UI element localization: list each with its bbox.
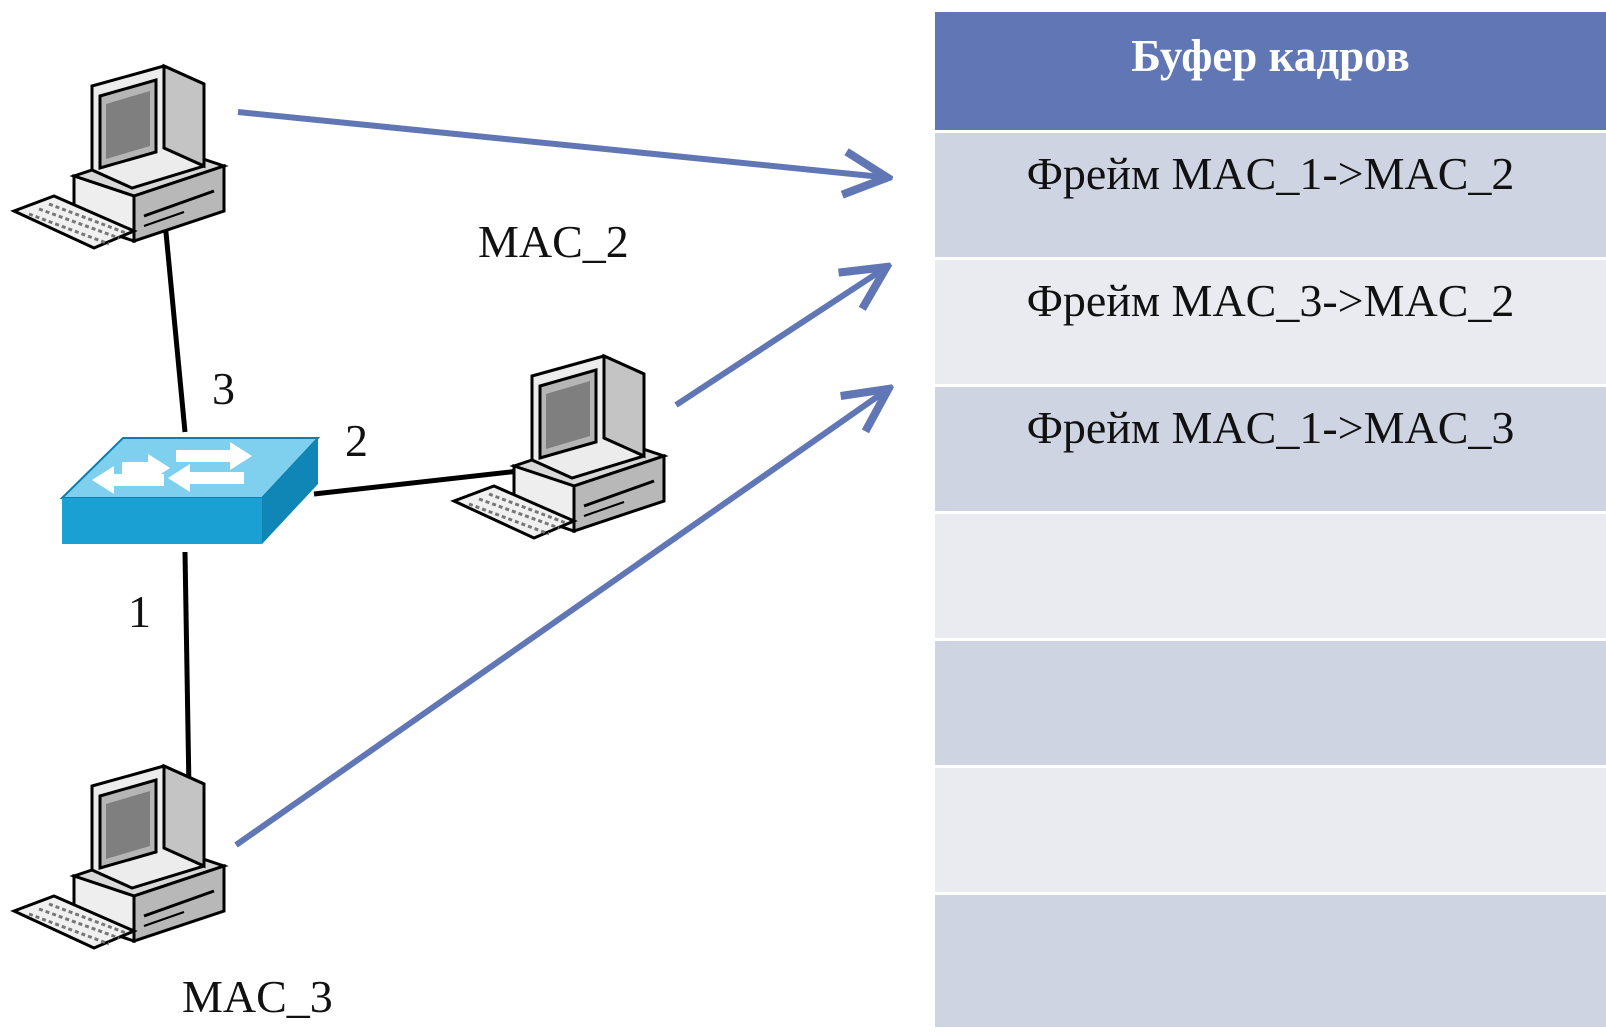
buffer-row [935, 765, 1606, 892]
buffer-row: Фрейм MAC_3->MAC_2 [935, 257, 1606, 384]
arrow-pc3-to-buffer [234, 392, 884, 848]
buffer-row [935, 511, 1606, 638]
port-label-2: 2 [345, 415, 368, 466]
link-port-3 [162, 221, 188, 433]
frame-buffer-title: Буфер кадров [935, 12, 1606, 130]
buffer-row: Фрейм MAC_1->MAC_3 [935, 384, 1606, 511]
port-label-3: 3 [212, 363, 235, 414]
arrow-pc1-to-buffer [237, 109, 882, 177]
computer-icon [12, 764, 226, 950]
buffer-row: Фрейм MAC_1->MAC_2 [935, 130, 1606, 257]
buffer-row [935, 638, 1606, 765]
frame-buffer-table: Буфер кадров Фрейм MAC_1->MAC_2 Фрейм MA… [935, 12, 1606, 1032]
label-mac-2: MAC_2 [478, 216, 629, 267]
network-diagram [12, 64, 935, 950]
label-mac-3: MAC_3 [182, 971, 333, 1022]
port-label-1: 1 [128, 586, 151, 637]
switch-icon [59, 437, 321, 544]
computer-icon [12, 64, 226, 250]
computer-icon [452, 354, 666, 540]
buffer-row [935, 892, 1606, 1027]
link-port-2 [313, 467, 529, 497]
link-port-1 [182, 551, 192, 791]
arrow-pc2-to-buffer [674, 270, 882, 408]
